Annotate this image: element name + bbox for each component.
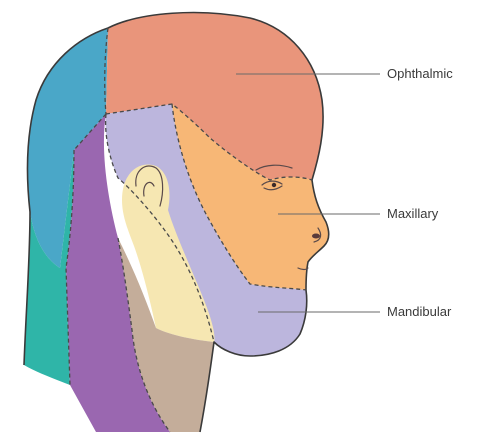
label-ophthalmic: Ophthalmic (387, 66, 453, 81)
label-maxillary: Maxillary (387, 206, 439, 221)
nostril (312, 234, 320, 239)
label-mandibular: Mandibular (387, 304, 452, 319)
pupil (272, 183, 276, 187)
